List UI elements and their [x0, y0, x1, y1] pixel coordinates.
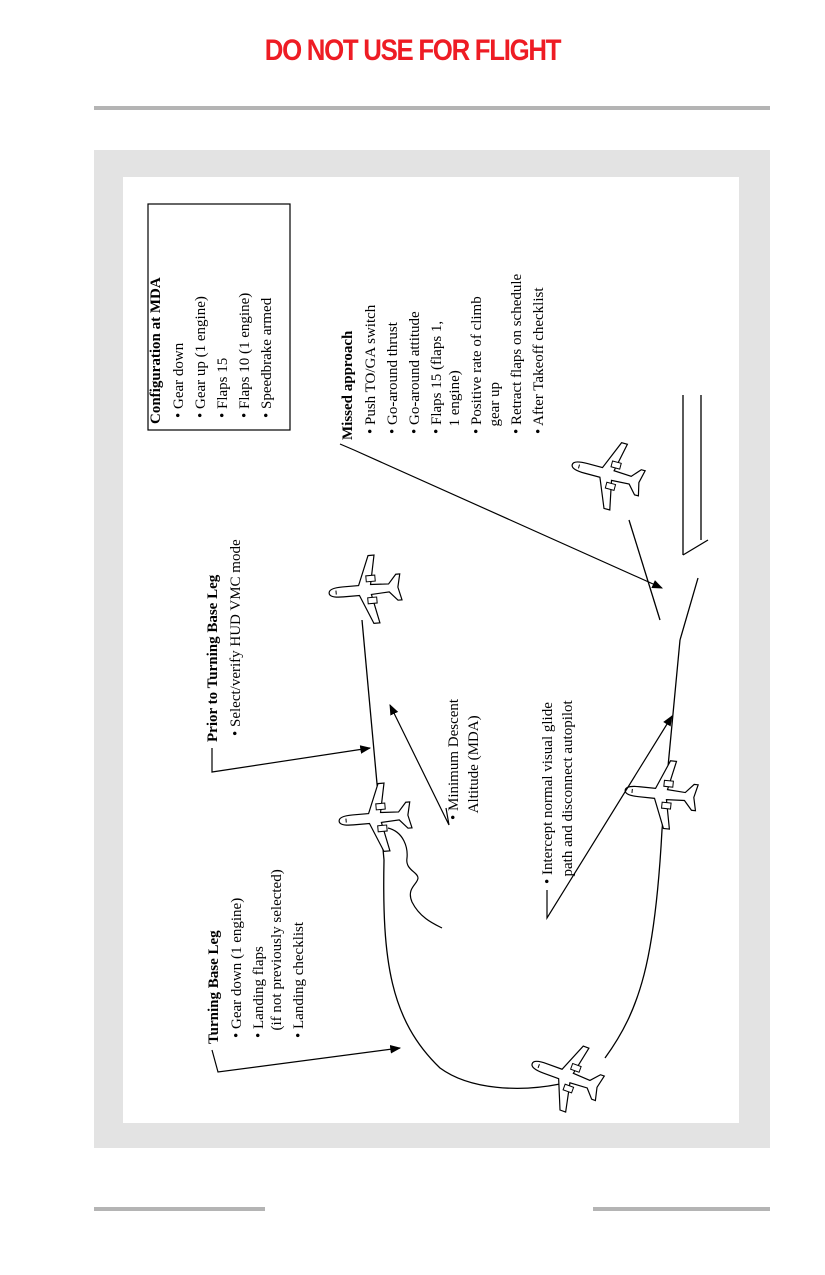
leader-mda: [389, 704, 450, 826]
missed-approach-line: • Positive rate of climb: [469, 296, 485, 434]
turning-base-line: • Gear down (1 engine): [229, 898, 245, 1038]
turning-base-line: • Landing checklist: [291, 921, 307, 1038]
config-item: • Flaps 10 (1 engine): [237, 293, 253, 418]
prior-to-turning-base-block: Prior to Turning Base Leg • Select/verif…: [205, 539, 244, 742]
base-turn-brace: [387, 827, 443, 929]
airplane-icon: [621, 755, 701, 833]
intercept-label-block: • Intercept normal visual glide path and…: [540, 699, 576, 884]
config-item: • Gear down: [171, 342, 187, 418]
flight-path: [361, 519, 699, 1089]
missed-approach-line: • Retract flaps on schedule: [509, 273, 525, 434]
do-not-use-banner: DO NOT USE FOR FLIGHT: [264, 34, 562, 67]
intercept-label-line: • Intercept normal visual glide: [540, 702, 556, 884]
missed-approach-line: • Go-around thrust: [385, 321, 401, 434]
missed-approach-line: 1 engine): [447, 370, 463, 434]
configuration-at-mda-block: Configuration at MDA • Gear down • Gear …: [148, 277, 275, 424]
airplane-icon: [325, 552, 405, 628]
missed-approach-block: Missed approach • Push TO/GA switch • Go…: [340, 273, 547, 440]
intercept-label-line: path and disconnect autopilot: [560, 699, 576, 884]
configuration-title: Configuration at MDA: [148, 277, 164, 424]
config-item: • Gear up (1 engine): [193, 296, 209, 418]
airplane-icon: [335, 780, 415, 856]
airplane-icon: [562, 431, 652, 517]
prior-to-turning-base-title: Prior to Turning Base Leg: [205, 574, 221, 742]
missed-approach-line: • After Takeoff checklist: [531, 287, 547, 434]
runway: [682, 395, 709, 556]
mda-label-line: • Minimum Descent: [446, 698, 462, 820]
turning-base-block: Turning Base Leg • Gear down (1 engine) …: [206, 869, 307, 1044]
leader-intercept: [546, 715, 673, 921]
mda-label-line: Altitude (MDA): [466, 715, 482, 820]
leader-turning-base: [211, 1044, 402, 1073]
airplane-icon: [519, 1031, 613, 1121]
top-rule: [94, 106, 770, 110]
missed-approach-line: gear up: [487, 382, 503, 434]
missed-approach-line: • Go-around attitude: [407, 311, 423, 434]
missed-approach-title: Missed approach: [340, 330, 356, 440]
config-item: • Flaps 15: [215, 358, 231, 418]
missed-approach-line: • Flaps 15 (flaps 1,: [429, 321, 445, 434]
turning-base-line: • Landing flaps: [251, 946, 267, 1038]
leader-prior-base: [211, 745, 372, 773]
turning-base-title: Turning Base Leg: [206, 930, 222, 1044]
prior-to-turning-base-item: • Select/verify HUD VMC mode: [228, 539, 244, 736]
configuration-box: [147, 203, 291, 431]
mda-label-block: • Minimum Descent Altitude (MDA): [446, 698, 482, 820]
turning-base-line: (if not previously selected): [269, 869, 285, 1038]
footer-rule-right: [593, 1207, 770, 1211]
config-item: • Speedbrake armed: [259, 297, 275, 418]
leader-missed-approach: [339, 443, 663, 589]
footer-rule-left: [94, 1207, 265, 1211]
missed-approach-line: • Push TO/GA switch: [363, 304, 379, 434]
